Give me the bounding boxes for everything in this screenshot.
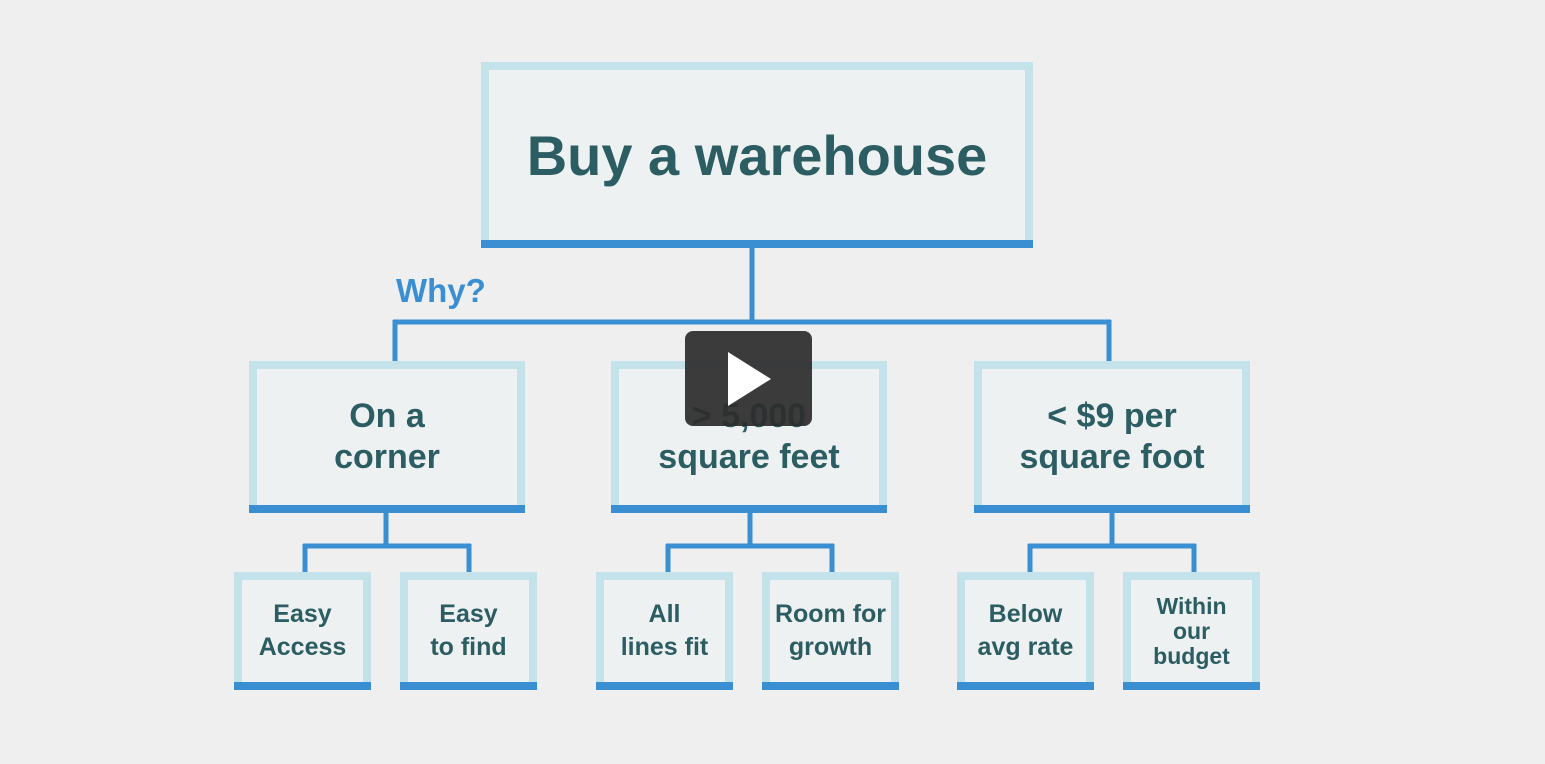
leaf-label-line3: budget <box>1153 642 1230 669</box>
leaf-label-line2: our <box>1172 617 1211 644</box>
branch-label-line2: square foot <box>1019 438 1205 476</box>
branch-label-line1: On a <box>349 397 425 435</box>
leaf-label-line2: avg rate <box>977 633 1074 661</box>
leaf-label-line1: Within <box>1156 592 1227 619</box>
leaf-node-within-budget: Within our budget <box>1123 572 1260 690</box>
leaf-label-line1: Below <box>988 600 1063 628</box>
play-icon <box>727 351 771 406</box>
leaf-label-line2: Access <box>258 633 347 661</box>
leaf-label-line1: Room for <box>774 600 887 628</box>
leaf-node-below-avg-rate: Below avg rate <box>957 572 1094 690</box>
leaf-label-line1: Easy <box>439 600 498 628</box>
leaf-label-line1: All <box>648 600 681 628</box>
leaf-label-line1: Easy <box>273 600 332 628</box>
branch-label-line1: < $9 per <box>1047 397 1177 435</box>
leaf-label-line2: to find <box>430 633 507 661</box>
leaf-node-easy-to-find: Easy to find <box>400 572 537 690</box>
leaf-node-all-lines-fit: All lines fit <box>596 572 733 690</box>
why-label: Why? <box>396 272 486 309</box>
branch-node-corner: On a corner <box>249 361 525 513</box>
branch-node-price: < $9 per square foot <box>974 361 1250 513</box>
leaf-label-line2: lines fit <box>620 633 709 661</box>
branch-label-line2: corner <box>334 438 440 476</box>
play-button[interactable] <box>685 331 812 426</box>
leaf-node-room-for-growth: Room for growth <box>762 572 899 690</box>
root-node: Buy a warehouse <box>481 62 1033 248</box>
leaf-label-line2: growth <box>788 633 873 661</box>
leaf-node-easy-access: Easy Access <box>234 572 371 690</box>
root-node-label: Buy a warehouse <box>526 123 988 187</box>
branch-label-line2: square feet <box>658 438 840 476</box>
